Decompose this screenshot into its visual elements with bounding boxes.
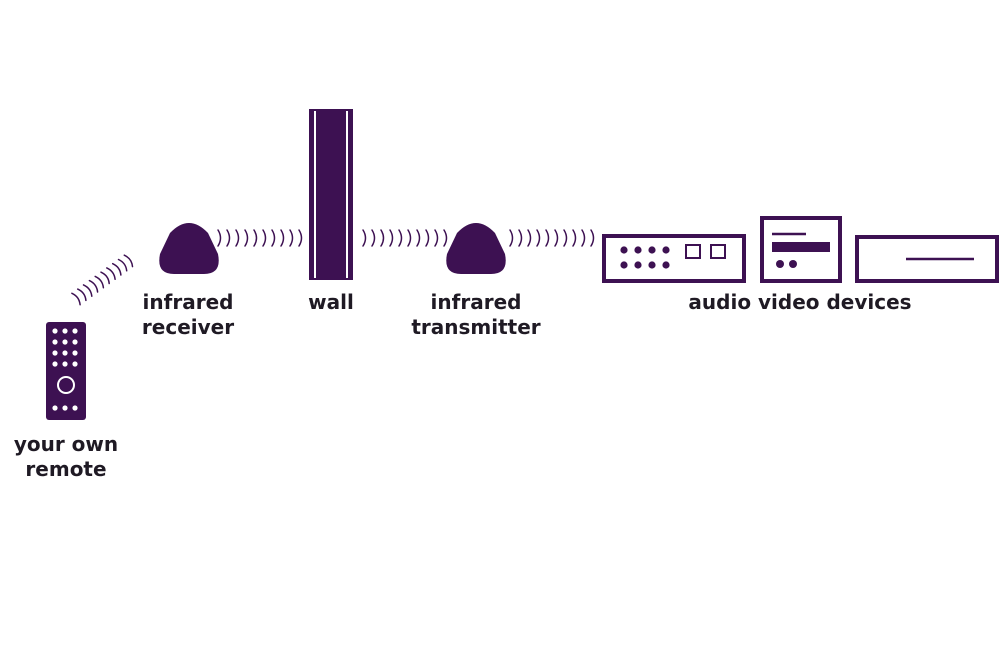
infrared-signal-waves-icon — [217, 229, 303, 247]
signal-arc — [545, 229, 550, 247]
signal-arc — [434, 229, 439, 247]
signal-arc — [590, 229, 595, 247]
signal-arc — [527, 229, 532, 247]
infrared-transmitter-icon — [446, 223, 506, 274]
signal-arc — [518, 229, 523, 247]
remote-control-icon — [46, 322, 86, 420]
signal-arc — [572, 229, 577, 247]
signal-arc — [398, 229, 403, 247]
signal-arc — [106, 267, 116, 281]
wall-icon — [309, 109, 353, 280]
av-receiver-icon — [760, 216, 842, 283]
transmitter-label: infrared transmitter — [411, 290, 541, 339]
signal-arc — [362, 229, 367, 247]
signal-arc — [82, 284, 93, 297]
infrared-signal-waves-icon — [509, 229, 595, 247]
dvd-player-icon — [855, 235, 999, 283]
signal-arc — [217, 229, 222, 247]
signal-arc — [271, 229, 276, 247]
signal-arc — [76, 288, 87, 302]
signal-arc — [289, 229, 294, 247]
signal-arc — [298, 229, 303, 247]
signal-arc — [380, 229, 385, 247]
signal-arc — [235, 229, 240, 247]
signal-arc — [581, 229, 586, 247]
signal-arc — [536, 229, 541, 247]
amplifier-icon — [602, 234, 746, 283]
signal-arc — [244, 229, 249, 247]
signal-arc — [71, 292, 81, 306]
signal-arc — [100, 271, 110, 285]
signal-arc — [443, 229, 448, 247]
signal-arc — [509, 229, 514, 247]
devices-label: audio video devices — [688, 290, 912, 314]
remote-label: your own remote — [13, 432, 119, 481]
signal-arc — [563, 229, 568, 247]
signal-arc — [371, 229, 376, 247]
signal-arc — [425, 229, 430, 247]
signal-arc — [226, 229, 231, 247]
signal-arc — [407, 229, 412, 247]
signal-arc — [280, 229, 285, 247]
signal-arc — [123, 254, 134, 268]
signal-arc — [94, 275, 105, 289]
signal-arc — [253, 229, 258, 247]
signal-arc — [262, 229, 267, 247]
signal-arc — [111, 262, 122, 276]
signal-arc — [117, 258, 128, 272]
receiver-label: infrared receiver — [141, 290, 235, 339]
infrared-receiver-icon — [159, 223, 219, 274]
wall-label: wall — [308, 290, 354, 314]
infrared-signal-waves-icon — [71, 254, 134, 306]
signal-arc — [416, 229, 421, 247]
infrared-signal-waves-icon — [362, 229, 448, 247]
signal-arc — [554, 229, 559, 247]
signal-arc — [389, 229, 394, 247]
signal-arc — [88, 279, 99, 293]
